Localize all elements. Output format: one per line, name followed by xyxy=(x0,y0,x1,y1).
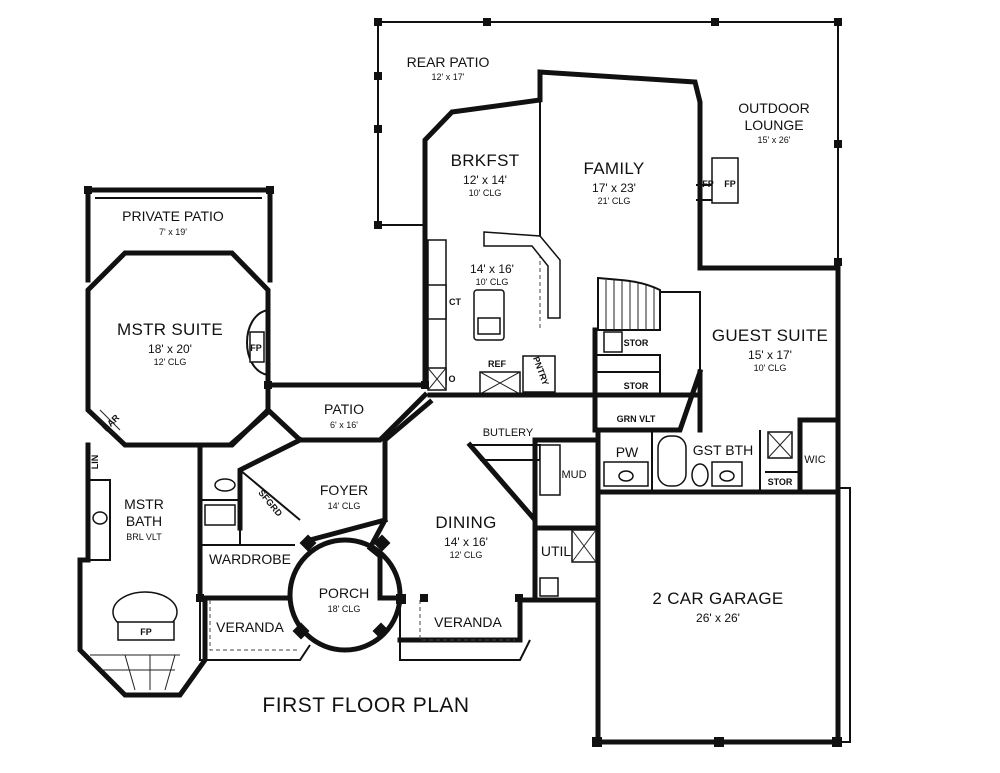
plan-title: FIRST FLOOR PLAN xyxy=(262,694,469,717)
family-label: FAMILY xyxy=(583,159,644,178)
veranda-right-label: VERANDA xyxy=(434,614,502,630)
outdoor-lounge-label-line1: OUTDOOR xyxy=(738,100,810,116)
powder-room-label: PW xyxy=(616,444,639,460)
foyer-clg: 14' CLG xyxy=(328,501,361,511)
breakfast-label: BRKFST xyxy=(451,151,520,170)
master-suite-label: MSTR SUITE xyxy=(117,320,223,339)
private-patio-size: 7' x 19' xyxy=(159,227,187,237)
master-bath-sub: BRL VLT xyxy=(126,532,162,542)
grain-vault-label: GRN VLT xyxy=(617,414,656,424)
garage-walls xyxy=(592,487,851,747)
wardrobe-label: WARDROBE xyxy=(209,551,291,567)
storage-label-1: STOR xyxy=(624,338,649,348)
dining-clg: 12' CLG xyxy=(450,550,483,560)
oven-label: O xyxy=(448,374,455,384)
rear-patio-label: REAR PATIO xyxy=(407,54,490,70)
master-suite-clg: 12' CLG xyxy=(154,357,187,367)
kitchen-clg: 10' CLG xyxy=(476,277,509,287)
foyer-label: FOYER xyxy=(320,482,368,498)
breakfast-clg: 10' CLG xyxy=(469,188,502,198)
garage-label: 2 CAR GARAGE xyxy=(652,589,783,608)
guest-suite-size: 15' x 17' xyxy=(748,348,792,362)
porch-circle xyxy=(287,534,403,653)
family-fireplace-label-1: FP xyxy=(702,179,714,189)
kitchen-counters xyxy=(427,231,561,395)
private-patio-walls xyxy=(84,186,274,283)
guest-suite-walls xyxy=(595,331,841,495)
bath-fireplace-label: FP xyxy=(140,627,152,637)
breakfast-size: 12' x 14' xyxy=(463,173,507,187)
private-patio-label: PRIVATE PATIO xyxy=(122,208,224,224)
porch-clg: 18' CLG xyxy=(328,604,361,614)
cooktop-label: CT xyxy=(449,297,461,307)
family-fireplace-label-2: FP xyxy=(724,179,736,189)
utility-label: UTIL xyxy=(541,543,572,559)
storage-label-3: STOR xyxy=(768,477,793,487)
veranda-left-label: VERANDA xyxy=(216,619,284,635)
main-living-walls xyxy=(422,69,841,443)
dining-label: DINING xyxy=(435,513,496,532)
rear-patio-outline xyxy=(374,18,842,266)
family-size: 17' x 23' xyxy=(592,181,636,195)
master-fireplace-label: FP xyxy=(250,343,262,353)
guest-suite-label: GUEST SUITE xyxy=(712,326,828,345)
walk-in-closet-label: WIC xyxy=(804,454,825,466)
storage-label-2: STOR xyxy=(624,381,649,391)
outdoor-lounge-size: 15' x 26' xyxy=(758,135,791,145)
patio-label: PATIO xyxy=(324,401,364,417)
guest-bath-label: GST BTH xyxy=(693,442,753,458)
outdoor-lounge-label-line2: LOUNGE xyxy=(744,117,803,133)
master-bath-label-line1: MSTR xyxy=(124,496,164,512)
master-bath-walls xyxy=(77,442,295,698)
patio-size: 6' x 16' xyxy=(330,420,358,430)
refrigerator-label: REF xyxy=(488,359,507,369)
guest-suite-clg: 10' CLG xyxy=(754,363,787,373)
porch-label: PORCH xyxy=(319,585,370,601)
garage-size: 26' x 26' xyxy=(696,611,740,625)
family-clg: 21' CLG xyxy=(598,196,631,206)
mud-label: MUD xyxy=(561,469,586,481)
linen-label: LIN xyxy=(90,455,100,470)
master-bath-label-line2: BATH xyxy=(126,513,162,529)
rear-patio-size: 12' x 17' xyxy=(432,72,465,82)
master-suite-size: 18' x 20' xyxy=(148,342,192,356)
dining-size: 14' x 16' xyxy=(444,535,488,549)
kitchen-size: 14' x 16' xyxy=(470,262,514,276)
master-suite-walls xyxy=(85,250,271,448)
butlery-label: BUTLERY xyxy=(483,427,534,439)
